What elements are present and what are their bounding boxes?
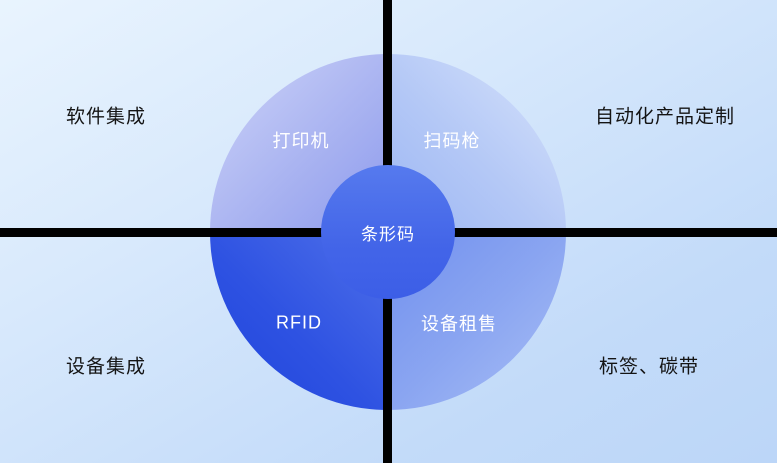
- corner-label-equipment-integration: 设备集成: [65, 356, 147, 378]
- center-circle: 条形码: [321, 165, 455, 299]
- corner-label-labels-ribbons: 标签、碳带: [598, 356, 700, 378]
- segment-label-printer: 打印机: [272, 131, 330, 151]
- segment-label-rfid: RFID: [276, 312, 322, 333]
- segment-label-scanner: 扫码枪: [423, 131, 481, 151]
- center-label: 条形码: [361, 224, 415, 244]
- corner-label-automation-customization: 自动化产品定制: [594, 106, 736, 128]
- segment-label-equipment-rental: 设备租售: [421, 314, 497, 334]
- corner-label-software-integration: 软件集成: [65, 106, 147, 128]
